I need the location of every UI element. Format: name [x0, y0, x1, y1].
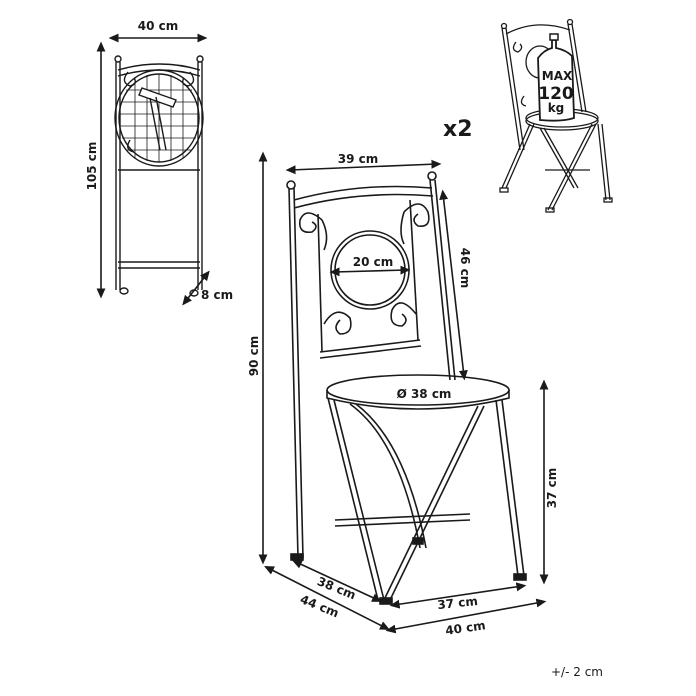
max-text: MAX: [542, 69, 573, 83]
weight-chair-drawing: [499, 18, 613, 213]
quantity-label: x2: [443, 117, 473, 142]
medallion-label: 20 cm: [353, 255, 394, 269]
back-height-label: 46 cm: [458, 248, 472, 289]
folded-dimension-arrows: [96, 33, 210, 306]
seat-height-label: 37 cm: [545, 468, 559, 509]
tolerance-label: +/- 2 cm: [551, 665, 603, 679]
main-dimension-arrows: [258, 151, 549, 634]
weight-icon: [537, 33, 575, 122]
inner-width-label: 37 cm: [437, 594, 479, 612]
folded-depth-label: 8 cm: [201, 288, 233, 302]
back-width-label: 39 cm: [338, 152, 379, 166]
max-value: 120: [538, 84, 574, 104]
max-unit: kg: [548, 101, 565, 115]
outer-depth-label: 44 cm: [298, 592, 341, 620]
total-height-label: 90 cm: [247, 336, 261, 377]
folded-chair-drawing: [114, 55, 204, 297]
outer-width-label: 40 cm: [444, 618, 486, 638]
folded-height-label: 105 cm: [85, 142, 99, 191]
seat-diameter-label: Ø 38 cm: [397, 387, 452, 401]
inner-depth-label: 38 cm: [315, 574, 358, 602]
folded-width-label: 40 cm: [138, 19, 179, 33]
